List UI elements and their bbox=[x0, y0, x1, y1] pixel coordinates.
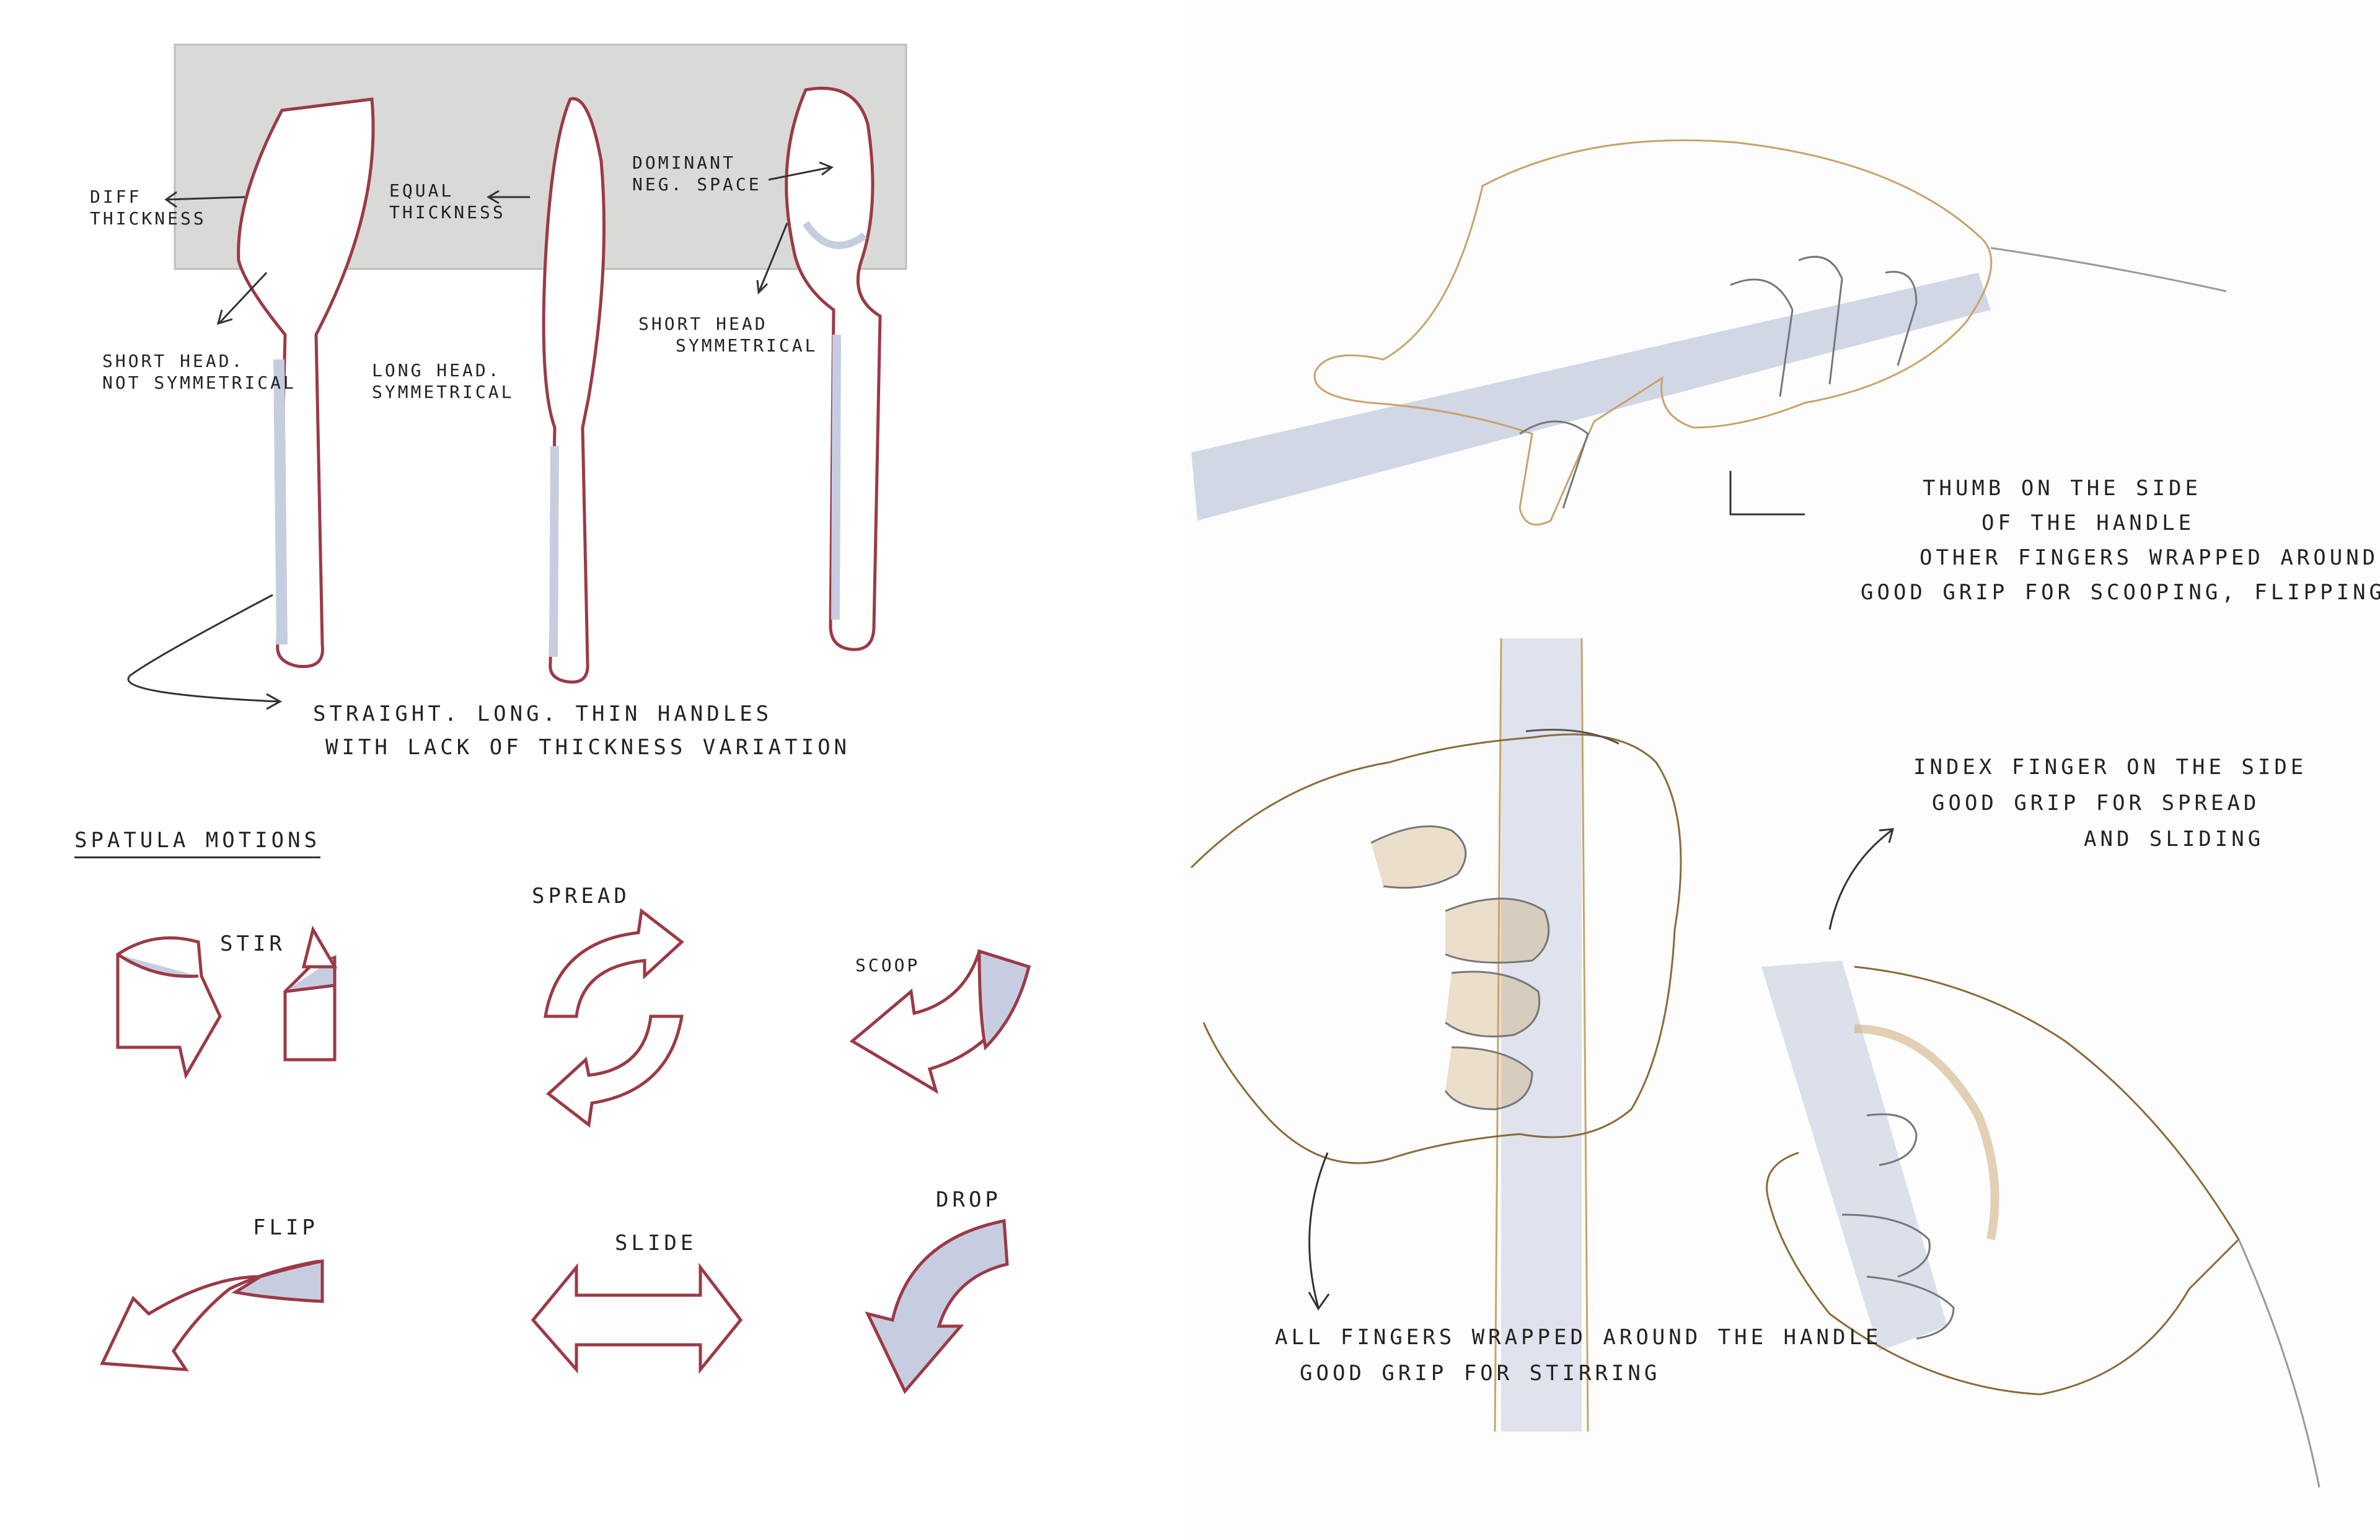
label-line: DIFF bbox=[90, 187, 142, 207]
label-line: EQUAL bbox=[389, 180, 454, 201]
motion-label-slide: SLIDE bbox=[615, 1231, 697, 1256]
note-line: AND SLIDING bbox=[2084, 826, 2265, 851]
right-sketch-page: THUMB ON THE SIDE OF THE HANDLE OTHER FI… bbox=[1185, 0, 2380, 1540]
note-line: OF THE HANDLE bbox=[1981, 511, 2195, 536]
motion-label-drop: DROP bbox=[936, 1187, 1002, 1212]
annotation-arrows bbox=[127, 161, 834, 710]
label-handle-note: STRAIGHT. LONG. THIN HANDLES WITH LACK O… bbox=[313, 697, 850, 765]
note-line: GOOD GRIP FOR SPREAD bbox=[1932, 790, 2260, 816]
motion-label-stir: STIR bbox=[220, 931, 286, 956]
label-line: STRAIGHT. LONG. THIN HANDLES bbox=[313, 702, 773, 726]
arrow-grip-all bbox=[1308, 1152, 1329, 1308]
arrow-grip-top bbox=[1729, 471, 1805, 516]
note-line: OTHER FINGERS WRAPPED AROUND bbox=[1919, 545, 2379, 571]
motions-heading: SPATULA MOTIONS bbox=[74, 827, 321, 858]
hand-fist-icon bbox=[1190, 638, 1682, 1432]
motion-label-spread: SPREAD bbox=[532, 884, 630, 909]
spread-arrows-icon bbox=[544, 908, 684, 1128]
spatula-spoon-icon bbox=[785, 86, 882, 651]
label-line: THICKNESS bbox=[90, 208, 206, 229]
note-line: GOOD GRIP FOR SCOOPING, FLIPPING bbox=[1861, 580, 2380, 605]
arrow-head bbox=[1879, 828, 1895, 843]
stir-arrows-icon bbox=[116, 925, 338, 1080]
note-line: ALL FINGERS WRAPPED AROUND THE HANDLE bbox=[1275, 1325, 1882, 1350]
label-line: LONG HEAD. bbox=[372, 360, 501, 381]
spatula-long-icon bbox=[542, 97, 606, 684]
note-grip-all: ALL FINGERS WRAPPED AROUND THE HANDLE GO… bbox=[1275, 1320, 1882, 1392]
note-line: THUMB ON THE SIDE bbox=[1923, 476, 2202, 501]
note-grip-thumb: THUMB ON THE SIDE OF THE HANDLE OTHER FI… bbox=[1861, 471, 2380, 610]
label-line: DOMINANT bbox=[632, 152, 736, 173]
note-line: INDEX FINGER ON THE SIDE bbox=[1913, 755, 2307, 780]
label-line: SHORT HEAD bbox=[638, 314, 768, 334]
note-grip-index: INDEX FINGER ON THE SIDE GOOD GRIP FOR S… bbox=[1913, 750, 2307, 857]
label-line: THICKNESS bbox=[389, 202, 506, 222]
page-gutter bbox=[1123, 0, 1185, 1540]
spatula-angled-icon bbox=[237, 97, 375, 669]
label-short-head-not-symmetrical: SHORT HEAD. NOT SYMMETRICAL bbox=[102, 350, 296, 394]
label-dominant-neg-space: DOMINANT NEG. SPACE bbox=[632, 152, 762, 195]
label-long-head-symmetrical: LONG HEAD. SYMMETRICAL bbox=[372, 359, 514, 403]
flip-arrow-icon bbox=[100, 1259, 324, 1371]
hand-thumb-side-icon bbox=[1191, 139, 2227, 526]
label-line: SYMMETRICAL bbox=[676, 335, 818, 356]
label-line: SHORT HEAD. bbox=[102, 351, 245, 371]
label-line: SYMMETRICAL bbox=[372, 382, 514, 402]
hand-index-side-icon bbox=[1761, 961, 2320, 1488]
left-sketch-page: DIFF THICKNESS EQUAL THICKNESS DOMINANT … bbox=[0, 0, 1123, 1540]
label-line: NOT SYMMETRICAL bbox=[102, 372, 296, 393]
label-equal-thickness: EQUAL THICKNESS bbox=[389, 180, 506, 223]
spatula-drawings bbox=[100, 43, 1031, 1394]
slide-arrow-icon bbox=[531, 1262, 743, 1375]
motion-label-scoop: SCOOP bbox=[855, 955, 920, 975]
note-line: GOOD GRIP FOR STIRRING bbox=[1300, 1360, 1661, 1386]
arrow-grip-index bbox=[1828, 829, 1892, 930]
label-line: NEG. SPACE bbox=[632, 174, 762, 195]
label-diff-thickness: DIFF THICKNESS bbox=[90, 186, 206, 229]
hand-grip-drawings bbox=[1190, 139, 2320, 1488]
arrow-head bbox=[1308, 1291, 1330, 1311]
scoop-arrow-icon bbox=[849, 949, 1031, 1094]
label-short-head-symmetrical: SHORT HEAD SYMMETRICAL bbox=[638, 313, 818, 356]
drop-arrow-icon bbox=[865, 1218, 1009, 1394]
label-line: WITH LACK OF THICKNESS VARIATION bbox=[325, 735, 851, 760]
motion-label-flip: FLIP bbox=[253, 1215, 319, 1240]
